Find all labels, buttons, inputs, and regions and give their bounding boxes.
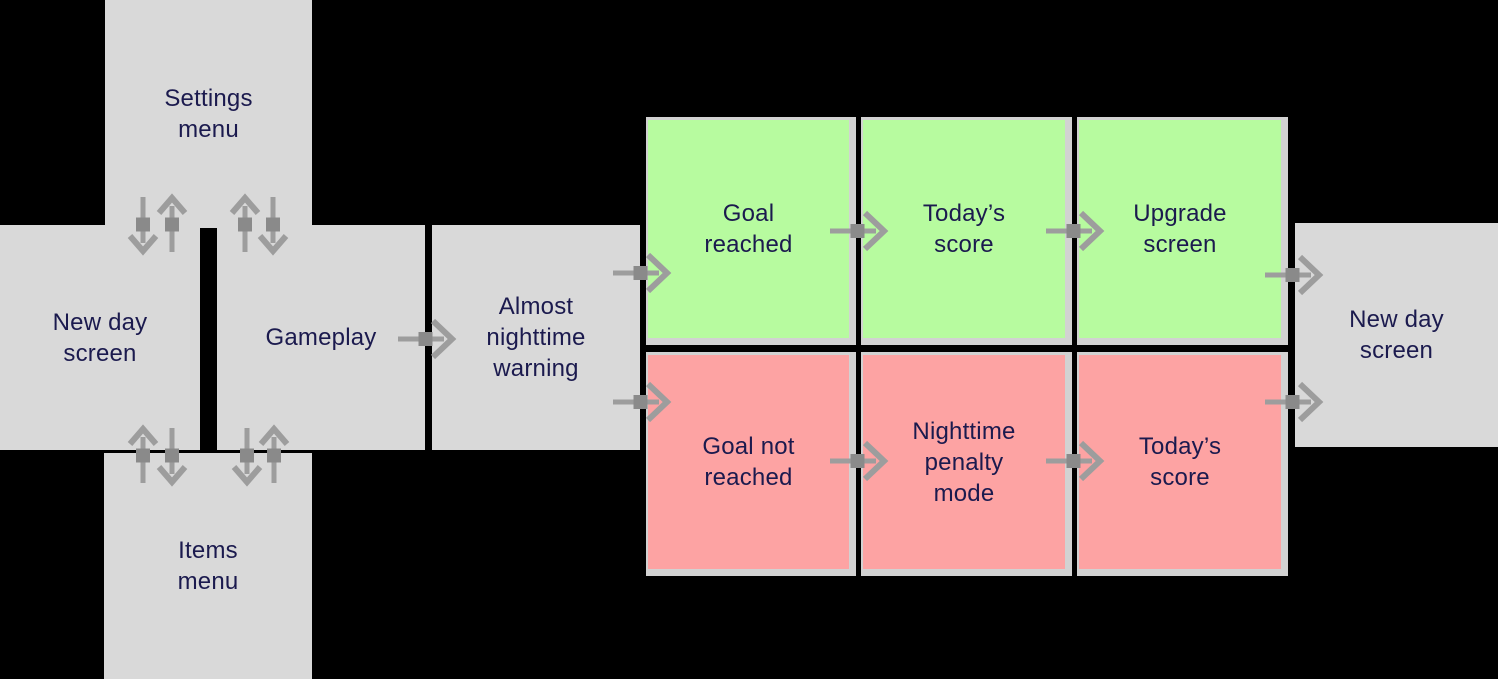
node-almost-nighttime-warning-label: Almost nighttime warning	[486, 293, 586, 382]
node-items-menu-label: Items menu	[177, 537, 239, 595]
node-new-day-screen-right-label: New day screen	[1349, 306, 1444, 364]
node-almost-nighttime-warning: Almost nighttime warning	[432, 225, 640, 450]
node-goal-reached-label: Goal reached	[704, 200, 793, 258]
node-todays-score-day-label: Today’s score	[922, 200, 1006, 258]
node-new-day-screen-right: New day screen	[1295, 223, 1498, 447]
node-items-menu: Items menu	[104, 453, 312, 679]
node-settings-menu-label: Settings menu	[164, 85, 253, 143]
node-upgrade-screen: Upgrade screen	[1077, 117, 1288, 345]
node-gameplay-label: Gameplay	[265, 324, 377, 351]
node-nighttime-penalty-mode-label: Nighttime penalty mode	[912, 417, 1016, 507]
node-todays-score-day: Today’s score	[861, 117, 1072, 345]
node-goal-not-reached-label: Goal not reached	[702, 433, 795, 491]
node-goal-reached: Goal reached	[646, 117, 856, 345]
node-todays-score-night-label: Today’s score	[1138, 433, 1222, 491]
node-upgrade-screen-label: Upgrade screen	[1133, 200, 1227, 258]
node-todays-score-night: Today’s score	[1077, 352, 1288, 576]
node-gameplay: Gameplay	[217, 225, 425, 450]
node-new-day-screen-left-label: New day screen	[52, 308, 148, 367]
node-goal-not-reached: Goal not reached	[646, 352, 856, 576]
node-settings-menu: Settings menu	[105, 0, 312, 228]
node-new-day-screen-left: New day screen	[0, 225, 200, 450]
node-nighttime-penalty-mode: Nighttime penalty mode	[861, 352, 1072, 576]
